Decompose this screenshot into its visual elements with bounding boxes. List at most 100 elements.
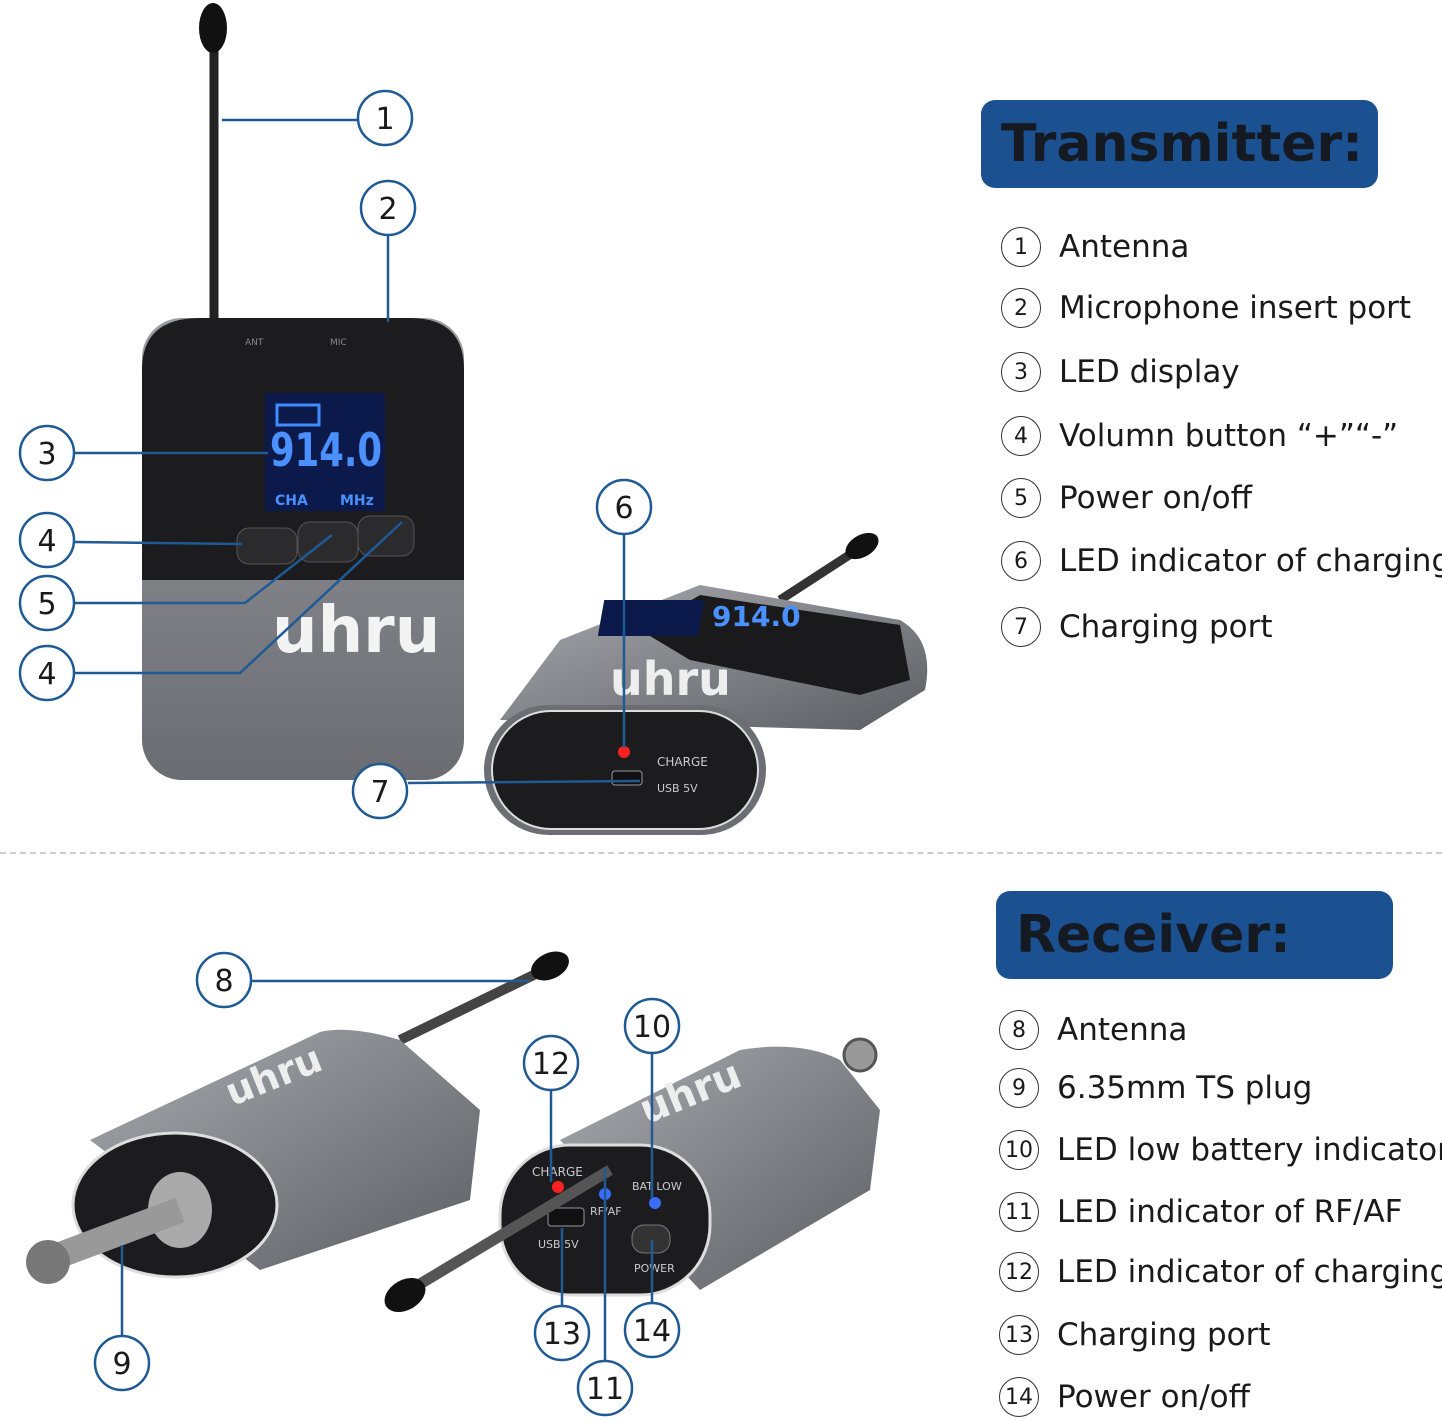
callout-number: 6: [614, 491, 633, 526]
list-item: 7 Charging port: [1001, 607, 1273, 647]
callout-number: 5: [37, 587, 56, 622]
list-item: 9 6.35mm TS plug: [999, 1068, 1312, 1108]
display-frequency: 914.0: [270, 423, 382, 477]
transmitter-title: Transmitter:: [981, 100, 1378, 188]
number-badge: 3: [1001, 352, 1041, 392]
number-badge: 6: [1001, 541, 1041, 581]
list-item: 8 Antenna: [999, 1010, 1187, 1050]
volume-minus-button: [236, 527, 298, 565]
item-label: LED low battery indicator: [1057, 1132, 1442, 1168]
item-label: Microphone insert port: [1059, 290, 1412, 326]
side-brand-logo: uhru: [610, 652, 731, 706]
callout-circle: [18, 511, 76, 569]
callout-number: 13: [543, 1317, 581, 1352]
mic-label: MIC: [330, 338, 347, 348]
list-item: 14 Power on/off: [999, 1377, 1250, 1417]
item-label: Power on/off: [1059, 480, 1252, 516]
callout-circle: [93, 1334, 151, 1392]
callout-circle: [18, 644, 76, 702]
number-badge: 13: [999, 1315, 1039, 1355]
callout-number: 10: [633, 1010, 671, 1045]
callout-circle: [359, 179, 417, 237]
callout-lines: [73, 118, 654, 1360]
item-label: LED indicator of charging: [1057, 1254, 1442, 1290]
list-item: 5 Power on/off: [1001, 478, 1252, 518]
batlow-label: BAT LOW: [632, 1180, 682, 1193]
list-item: 2 Microphone insert port: [1001, 288, 1411, 328]
callout-circle: [595, 478, 653, 536]
receiver-left: uhru: [26, 951, 569, 1284]
number-badge: 11: [999, 1192, 1039, 1232]
number-badge: 9: [999, 1068, 1039, 1108]
item-label: Charging port: [1059, 609, 1273, 645]
display-cha: CHA: [275, 493, 308, 509]
ant-label: ANT: [245, 338, 264, 348]
callout-circle: [522, 1034, 580, 1092]
receiver-title: Receiver:: [996, 891, 1393, 979]
callout-circle: [351, 762, 409, 820]
number-badge: 4: [1001, 416, 1041, 456]
callout-number: 4: [37, 657, 56, 692]
callout-circle: [623, 1301, 681, 1359]
list-item: 3 LED display: [1001, 352, 1240, 392]
item-label: LED indicator of RF/AF: [1057, 1194, 1403, 1230]
callout-number: 12: [532, 1047, 570, 1082]
list-item: 1 Antenna: [1001, 227, 1189, 267]
callout-number: 14: [633, 1314, 671, 1349]
callout-circle: [356, 89, 414, 147]
item-label: Antenna: [1059, 229, 1190, 265]
callout-circle: [576, 1359, 634, 1417]
battery-led: [649, 1197, 661, 1209]
callout-number: 8: [214, 964, 233, 999]
number-badge: 10: [999, 1130, 1039, 1170]
rx-usb-label: USB 5V: [538, 1238, 579, 1251]
callout-number: 2: [378, 192, 397, 227]
list-item: 4 Volumn button “+”“-”: [1001, 416, 1398, 456]
battery-icon: [275, 403, 321, 427]
item-label: LED indicator of charging: [1059, 543, 1442, 579]
callout-number: 1: [375, 102, 394, 137]
usb-label: USB 5V: [657, 782, 698, 795]
item-label: Volumn button “+”“-”: [1059, 418, 1399, 454]
item-label: Power on/off: [1057, 1379, 1250, 1415]
item-label: Charging port: [1057, 1317, 1271, 1353]
number-badge: 1: [1001, 227, 1041, 267]
number-badge: 12: [999, 1252, 1039, 1292]
antenna-tip: [199, 3, 227, 53]
charging-led: [618, 746, 630, 758]
number-badge: 14: [999, 1377, 1039, 1417]
list-item: 12 LED indicator of charging: [999, 1252, 1442, 1292]
number-badge: 2: [1001, 288, 1041, 328]
callout-number: 4: [37, 524, 56, 559]
list-item: 13 Charging port: [999, 1315, 1271, 1355]
item-label: LED display: [1059, 354, 1240, 390]
number-badge: 5: [1001, 478, 1041, 518]
item-label: 6.35mm TS plug: [1057, 1070, 1313, 1106]
led-display: [265, 393, 385, 511]
rx-charge-label: CHARGE: [532, 1165, 583, 1179]
callout-circle: [18, 574, 76, 632]
callout-number: 7: [370, 775, 389, 810]
power-label: POWER: [634, 1262, 675, 1275]
callout-number: 11: [586, 1372, 624, 1407]
item-label: Antenna: [1057, 1012, 1188, 1048]
brand-logo: uhru: [272, 594, 440, 668]
number-badge: 7: [1001, 607, 1041, 647]
callout-circle: [623, 997, 681, 1055]
number-badge: 8: [999, 1010, 1039, 1050]
section-divider: [0, 852, 1442, 854]
list-item: 6 LED indicator of charging: [1001, 541, 1442, 581]
rx-usb-port: [547, 1207, 585, 1227]
transmitter-front: ANT MIC 914.0 CHA MHz uhru: [142, 3, 464, 780]
callout-number: 3: [37, 437, 56, 472]
transmitter-side: 914.0 uhru CHARGE USB 5V: [484, 532, 928, 835]
charge-label: CHARGE: [657, 755, 708, 769]
callout-number: 9: [112, 1347, 131, 1382]
ts-plug: [26, 1240, 70, 1284]
rx-charging-led: [552, 1181, 564, 1193]
callout-circle: [18, 424, 76, 482]
callout-circle: [533, 1304, 591, 1362]
list-item: 10 LED low battery indicator: [999, 1130, 1442, 1170]
display-mhz: MHz: [340, 493, 374, 509]
